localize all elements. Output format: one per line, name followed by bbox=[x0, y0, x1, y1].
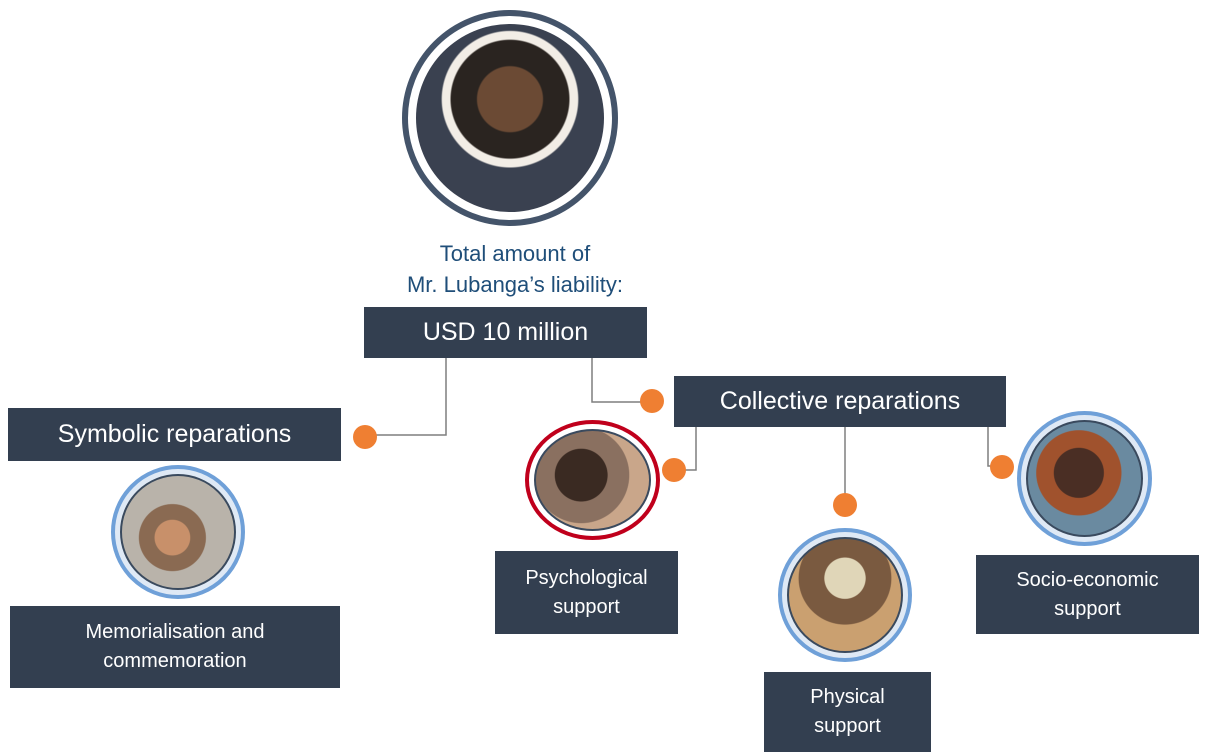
caption-line-1: Total amount of bbox=[439, 241, 591, 266]
caption-line-2: Mr. Lubanga’s liability: bbox=[406, 272, 624, 297]
psychological-support-box: Psychological support bbox=[495, 551, 678, 634]
socio-economic-support-box: Socio-economic support bbox=[976, 555, 1199, 634]
psychological-support-photo bbox=[525, 420, 660, 540]
physical-support-photo bbox=[778, 528, 912, 662]
collective-reparations-box: Collective reparations bbox=[674, 376, 1006, 427]
memorialisation-box: Memorialisation and commemoration bbox=[10, 606, 340, 688]
connector-dot bbox=[353, 425, 377, 449]
physical-support-box: Physical support bbox=[764, 672, 931, 752]
connector-dot bbox=[640, 389, 664, 413]
portrait-photo bbox=[402, 10, 618, 226]
total-amount-box: USD 10 million bbox=[364, 307, 647, 358]
connector-dot bbox=[990, 455, 1014, 479]
connector-to-symbolic bbox=[366, 358, 447, 436]
memorialisation-photo bbox=[111, 465, 245, 599]
connector-to-collective bbox=[591, 358, 650, 403]
connector-dot bbox=[662, 458, 686, 482]
symbolic-reparations-box: Symbolic reparations bbox=[8, 408, 341, 461]
connector-dot bbox=[833, 493, 857, 517]
socio-economic-support-photo bbox=[1017, 411, 1152, 546]
liability-caption: Total amount of Mr. Lubanga’s liability: bbox=[360, 238, 670, 300]
